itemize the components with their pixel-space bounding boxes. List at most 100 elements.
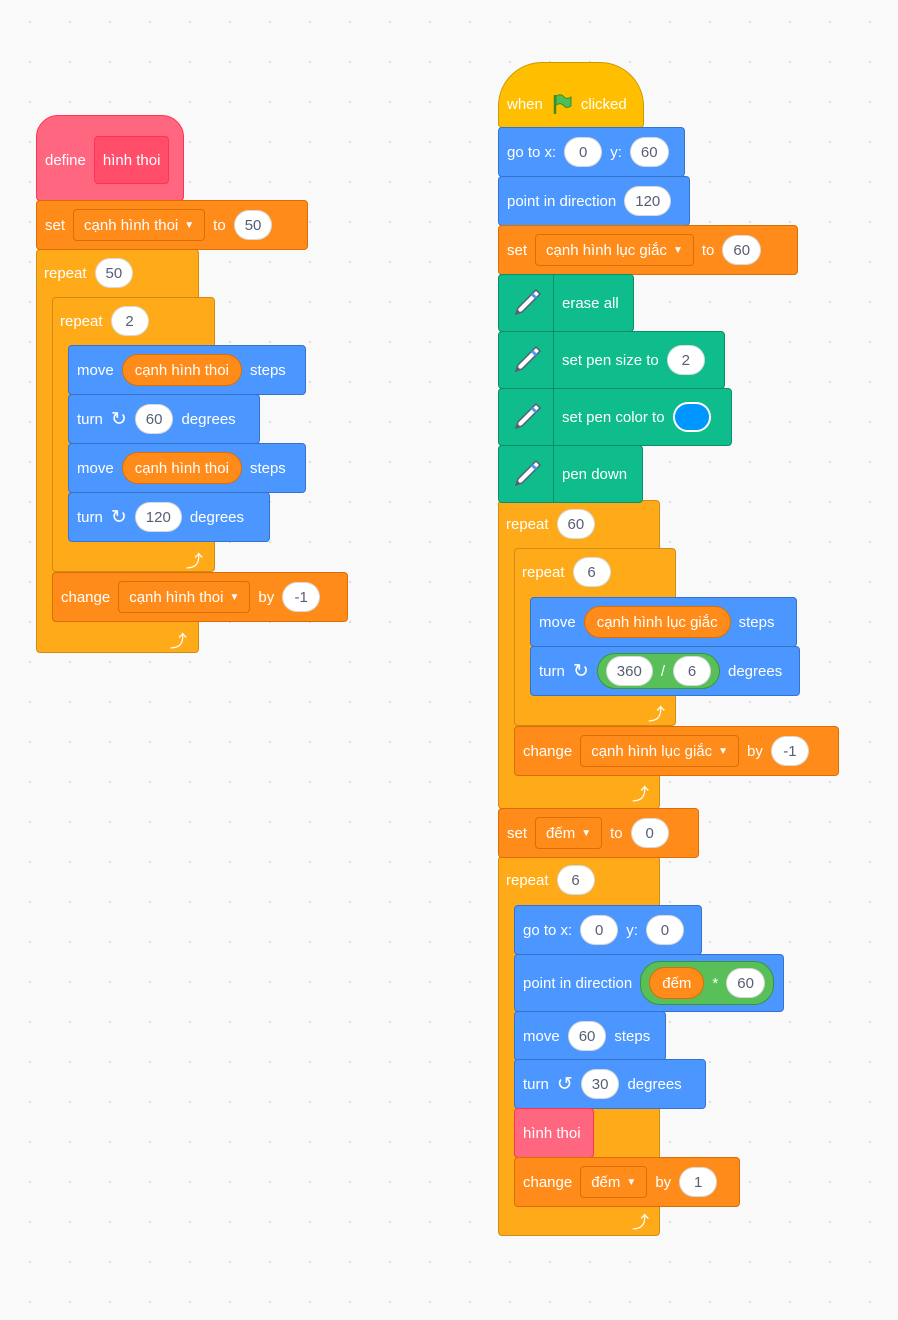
move-label: move — [539, 613, 576, 631]
variable-dropdown[interactable]: đếm▼ — [580, 1166, 648, 1198]
set-variable-block[interactable]: set đếm ▼ to 0 — [498, 808, 699, 858]
degrees-input[interactable]: 120 — [134, 502, 182, 532]
y-input[interactable]: 60 — [629, 137, 669, 167]
divisor-input[interactable]: 6 — [672, 656, 711, 686]
pen-icon — [507, 397, 547, 437]
point-in-direction-block[interactable]: point in direction 120 — [498, 176, 690, 226]
y-input[interactable]: 0 — [645, 915, 684, 945]
variable-reporter[interactable]: cạnh hình lục giắc — [583, 606, 731, 638]
point-in-direction-block[interactable]: point in direction đếm * 60 — [514, 954, 784, 1012]
when-flag-clicked-block[interactable]: when clicked — [498, 62, 644, 128]
variable-name: cạnh hình thoi — [129, 588, 224, 606]
variable-dropdown[interactable]: cạnh hình lục giắc▼ — [580, 735, 740, 767]
rotate-right-icon: ↻ — [110, 408, 127, 430]
value-input[interactable]: 50 — [233, 210, 273, 240]
variable-reporter[interactable]: đếm — [649, 967, 705, 999]
repeat-count-input[interactable]: 6 — [556, 865, 595, 895]
value-input[interactable]: -1 — [282, 582, 321, 612]
define-block[interactable]: define hình thoi — [36, 115, 184, 201]
custom-block-call[interactable]: hình thoi — [514, 1108, 594, 1158]
custom-block-label: hình thoi — [523, 1124, 581, 1142]
degrees-input[interactable]: 30 — [580, 1069, 620, 1099]
steps-input[interactable]: 60 — [567, 1021, 607, 1051]
by-label: by — [747, 742, 763, 760]
move-steps-block[interactable]: move cạnh hình thoi steps — [68, 443, 306, 493]
direction-input[interactable]: 120 — [624, 186, 672, 216]
turn-right-block[interactable]: turn ↻ 360 / 6 degrees — [530, 646, 800, 696]
x-input[interactable]: 0 — [564, 137, 603, 167]
variable-reporter[interactable]: cạnh hình thoi — [121, 354, 242, 386]
pen-icon — [507, 454, 547, 494]
steps-label: steps — [614, 1027, 651, 1045]
variable-reporter[interactable]: cạnh hình thoi — [121, 452, 242, 484]
pen-down-block[interactable]: pen down — [498, 445, 643, 503]
change-variable-block[interactable]: change cạnh hình thoi▼ by -1 — [52, 572, 348, 622]
multiply-operator[interactable]: đếm * 60 — [640, 961, 774, 1005]
repeat-count-input[interactable]: 2 — [110, 306, 149, 336]
divide-symbol: / — [660, 662, 665, 680]
loop-arrow-icon: ⤴ — [648, 705, 665, 724]
steps-label: steps — [249, 459, 286, 477]
loop-arrow-icon: ⤴ — [632, 785, 649, 804]
go-to-xy-block[interactable]: go to x: 0 y: 0 — [514, 905, 702, 955]
set-label: set — [45, 216, 66, 234]
repeat-count-input[interactable]: 60 — [556, 509, 596, 539]
move-label: move — [77, 459, 114, 477]
multiplier-input[interactable]: 60 — [726, 968, 765, 998]
point-label: point in direction — [523, 974, 633, 992]
move-steps-block[interactable]: move cạnh hình thoi steps — [68, 345, 306, 395]
move-steps-block[interactable]: move 60 steps — [514, 1011, 666, 1061]
repeat-count-input[interactable]: 50 — [94, 258, 134, 288]
set-variable-block[interactable]: set cạnh hình lục giắc▼ to 60 — [498, 225, 798, 275]
change-variable-block[interactable]: change cạnh hình lục giắc▼ by -1 — [514, 726, 839, 776]
set-pen-size-block[interactable]: set pen size to 2 — [498, 331, 725, 389]
variable-dropdown[interactable]: cạnh hình lục giắc▼ — [535, 234, 694, 266]
variable-name: cạnh hình thoi — [84, 216, 179, 234]
divide-operator[interactable]: 360 / 6 — [596, 653, 720, 689]
dropdown-caret-icon: ▼ — [229, 591, 240, 603]
value-input[interactable]: -1 — [770, 736, 809, 766]
variable-name: đếm — [546, 824, 576, 842]
variable-dropdown[interactable]: cạnh hình thoi ▼ — [118, 581, 251, 613]
variable-name: cạnh hình lục giắc — [546, 241, 667, 259]
degrees-label: degrees — [727, 662, 783, 680]
repeat-count-input[interactable]: 6 — [572, 557, 611, 587]
loop-arrow-icon: ⤴ — [186, 552, 203, 571]
degrees-input[interactable]: 60 — [134, 404, 174, 434]
value-input[interactable]: 1 — [679, 1167, 718, 1197]
turn-left-block[interactable]: turn ↺ 30 degrees — [514, 1059, 706, 1109]
value-input[interactable]: 60 — [722, 235, 762, 265]
change-variable-block[interactable]: change đếm▼ by 1 — [514, 1157, 740, 1207]
turn-right-block[interactable]: turn ↻ 120 degrees — [68, 492, 270, 542]
pen-color-swatch[interactable] — [672, 402, 711, 432]
dropdown-caret-icon: ▼ — [718, 745, 729, 757]
dropdown-caret-icon: ▼ — [581, 827, 592, 839]
steps-label: steps — [249, 361, 286, 379]
move-steps-block[interactable]: move cạnh hình lục giắc steps — [530, 597, 797, 647]
dividend-input[interactable]: 360 — [605, 656, 653, 686]
variable-dropdown[interactable]: đếm ▼ — [535, 817, 603, 849]
to-label: to — [610, 824, 623, 842]
turn-right-block[interactable]: turn ↻ 60 degrees — [68, 394, 260, 444]
erase-all-block[interactable]: erase all — [498, 274, 634, 332]
pen-size-input[interactable]: 2 — [666, 345, 705, 375]
rotate-left-icon: ↺ — [556, 1073, 573, 1095]
pen-icon — [507, 283, 547, 323]
degrees-label: degrees — [627, 1075, 682, 1093]
set-pen-color-block[interactable]: set pen color to — [498, 388, 732, 446]
set-pen-size-label: set pen size to — [562, 351, 659, 369]
repeat-label: repeat — [60, 312, 103, 330]
loop-arrow-icon: ⤴ — [170, 632, 187, 651]
x-input[interactable]: 0 — [580, 915, 619, 945]
go-to-xy-block[interactable]: go to x: 0 y: 60 — [498, 127, 685, 177]
pen-down-label: pen down — [562, 465, 628, 483]
custom-block-prototype[interactable]: hình thoi — [93, 136, 170, 184]
value-input[interactable]: 0 — [630, 818, 669, 848]
set-variable-block[interactable]: set cạnh hình thoi▼ to 50 — [36, 200, 308, 250]
rotate-right-icon: ↻ — [572, 660, 589, 682]
loop-arrow-icon: ⤴ — [632, 1213, 649, 1232]
repeat-label: repeat — [506, 515, 549, 533]
variable-dropdown[interactable]: cạnh hình thoi▼ — [73, 209, 206, 241]
set-label: set — [507, 824, 528, 842]
divider — [553, 445, 554, 503]
